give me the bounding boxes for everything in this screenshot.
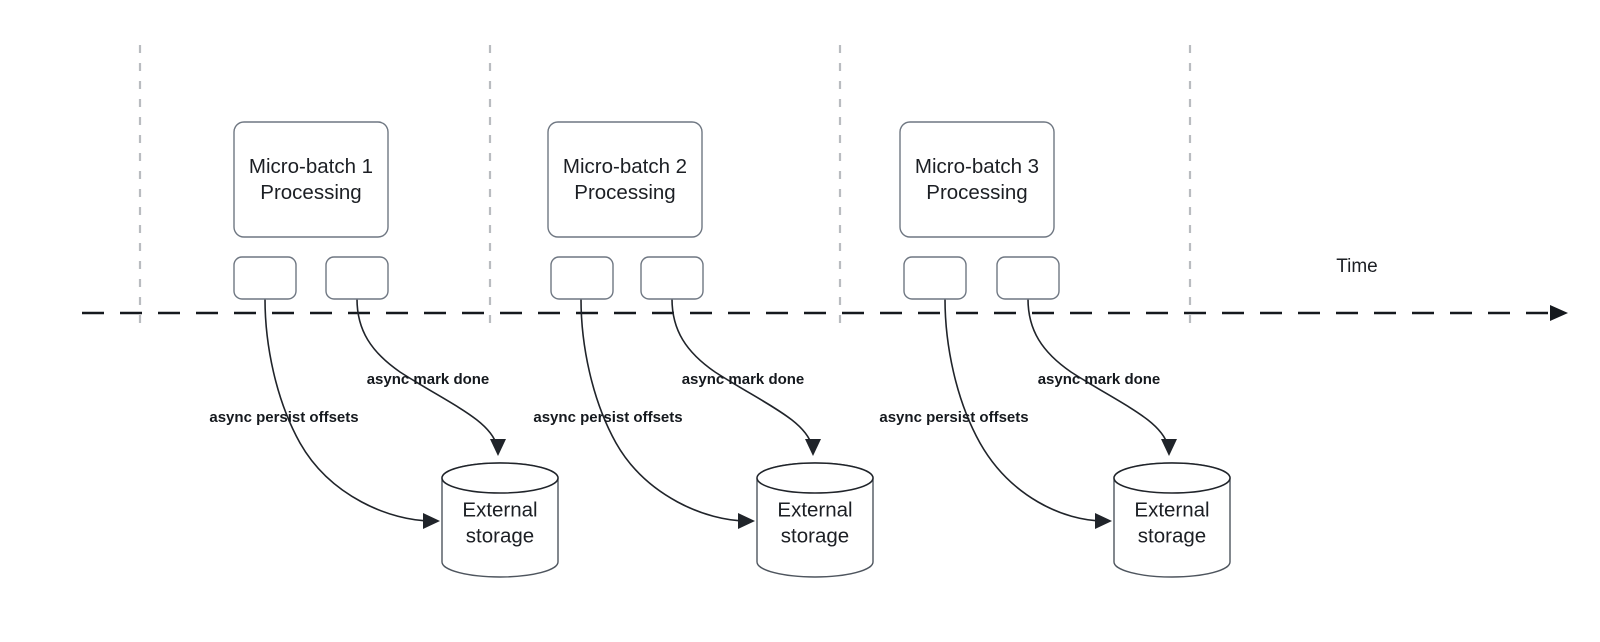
edge-labels-group: async persist offsets async mark done asyn…	[209, 371, 1160, 426]
group-3-mark-done-task[interactable]	[996, 256, 1060, 300]
group-3-async-mark-done-edge-arrow-icon	[1161, 439, 1177, 456]
group-3-persist-offsets-task[interactable]	[903, 256, 967, 300]
group-3-async-persist-offsets-edge-arrow-icon	[1095, 513, 1112, 529]
group-3-async-persist-offsets-edge	[944, 298, 1105, 522]
group-1-storage-cylinder-top	[441, 462, 559, 494]
group-2-async-persist-offsets-edge	[580, 298, 748, 522]
group-3-async-mark-done-edge-label: async mark done	[1038, 371, 1161, 388]
flow-edges-group	[264, 298, 1177, 529]
group-1-process-box[interactable]	[233, 121, 389, 238]
group-1-persist-offsets-task[interactable]	[233, 256, 297, 300]
group-2-async-mark-done-edge-arrow-icon	[805, 439, 821, 456]
group-2-process-label-line2: Processing	[574, 181, 675, 204]
group-3-storage-label-line2: storage	[1138, 524, 1206, 547]
group-1-storage-cylinder[interactable]	[441, 462, 559, 578]
group-2-storage-cylinder-top	[756, 462, 874, 494]
timeline-tick-group	[138, 45, 1192, 332]
group-3-process-label-line2: Processing	[926, 181, 1027, 204]
group-3-async-persist-offsets-edge-label: async persist offsets	[879, 409, 1028, 426]
group-1-process-label-line1: Micro-batch 1	[249, 155, 373, 178]
group-2-async-mark-done-edge-label: async mark done	[682, 371, 805, 388]
group-1-storage-label-line2: storage	[466, 524, 534, 547]
timeline-arrow-icon	[1550, 305, 1568, 321]
group-2-storage-cylinder[interactable]	[756, 462, 874, 578]
group-3-storage-cylinder-top	[1113, 462, 1231, 494]
group-1-async-persist-offsets-edge-arrow-icon	[423, 513, 440, 529]
group-3-async-mark-done-edge	[1027, 298, 1169, 447]
group-2-async-persist-offsets-edge-label: async persist offsets	[533, 409, 682, 426]
group-2-async-persist-offsets-edge-arrow-icon	[738, 513, 755, 529]
group-2-process-label-line1: Micro-batch 2	[563, 155, 687, 178]
group-1-async-mark-done-edge	[356, 298, 498, 447]
group-2-storage-label-line2: storage	[781, 524, 849, 547]
group-1-storage-label-line1: External	[462, 498, 537, 521]
group-2-persist-offsets-task[interactable]	[550, 256, 614, 300]
group-2-process-box[interactable]	[547, 121, 703, 238]
time-axis-label: Time	[1336, 256, 1378, 277]
group-3-storage-label-line1: External	[1134, 498, 1209, 521]
group-2-storage-label-line1: External	[777, 498, 852, 521]
group-1-async-persist-offsets-edge-label: async persist offsets	[209, 409, 358, 426]
group-1-process-label-line2: Processing	[260, 181, 361, 204]
group-2-mark-done-task[interactable]	[640, 256, 704, 300]
group-1-async-persist-offsets-edge	[264, 298, 433, 522]
group-1-async-mark-done-edge-arrow-icon	[490, 439, 506, 456]
group-3-process-label-line1: Micro-batch 3	[915, 155, 1039, 178]
group-1-mark-done-task[interactable]	[325, 256, 389, 300]
group-1-async-mark-done-edge-label: async mark done	[367, 371, 490, 388]
group-3-storage-cylinder[interactable]	[1113, 462, 1231, 578]
timeline-group	[82, 305, 1568, 321]
group-2-async-mark-done-edge	[671, 298, 813, 447]
group-3-process-box[interactable]	[899, 121, 1055, 238]
